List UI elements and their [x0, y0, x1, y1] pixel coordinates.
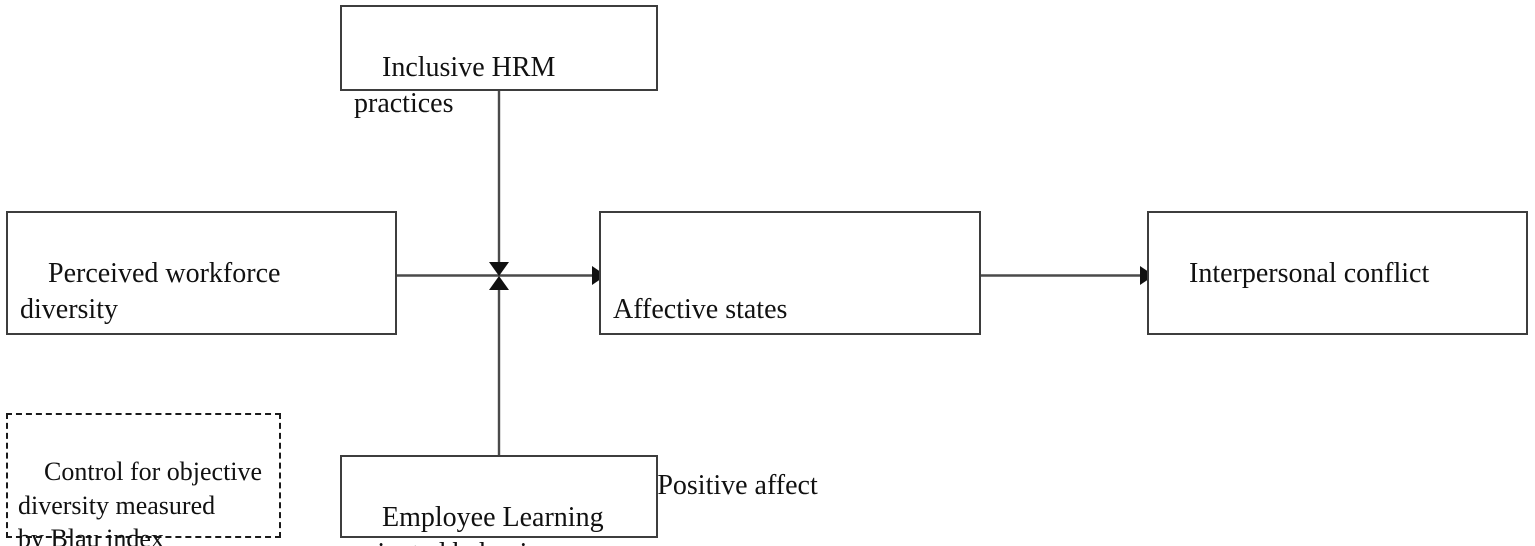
edge-affective-to-conflict	[981, 266, 1154, 285]
node-employee-learning-oriented-behaviors[interactable]: Employee Learning oriented behaviors	[340, 455, 658, 546]
node-interpersonal-conflict[interactable]: Interpersonal conflict	[1147, 211, 1528, 335]
edge-perceived-to-affective	[397, 266, 606, 285]
node-label: Perceived workforce diversity	[20, 258, 288, 325]
node-label: Inclusive HRM practices	[354, 52, 556, 119]
node-label: Interpersonal conflict	[1189, 258, 1430, 290]
node-label: Control for objective diversity measured…	[18, 456, 263, 546]
edge-hrm-to-junction	[489, 91, 509, 276]
edge-learning-to-junction	[489, 276, 509, 455]
node-perceived-workforce-diversity[interactable]: Perceived workforce diversity	[6, 211, 397, 335]
node-title: Affective states	[613, 293, 788, 325]
node-inclusive-hrm-practices[interactable]: Inclusive HRM practices	[340, 5, 658, 119]
node-control-blau-index[interactable]: Control for objective diversity measured…	[6, 413, 281, 546]
bullet-positive-affect: - Positive affect	[613, 469, 818, 501]
affective-states-bullets: - Positive affect - Negative affect	[613, 397, 967, 546]
node-affective-states[interactable]: Affective states - Positive affect - Neg…	[599, 211, 981, 501]
node-label: Employee Learning oriented behaviors	[354, 502, 604, 546]
